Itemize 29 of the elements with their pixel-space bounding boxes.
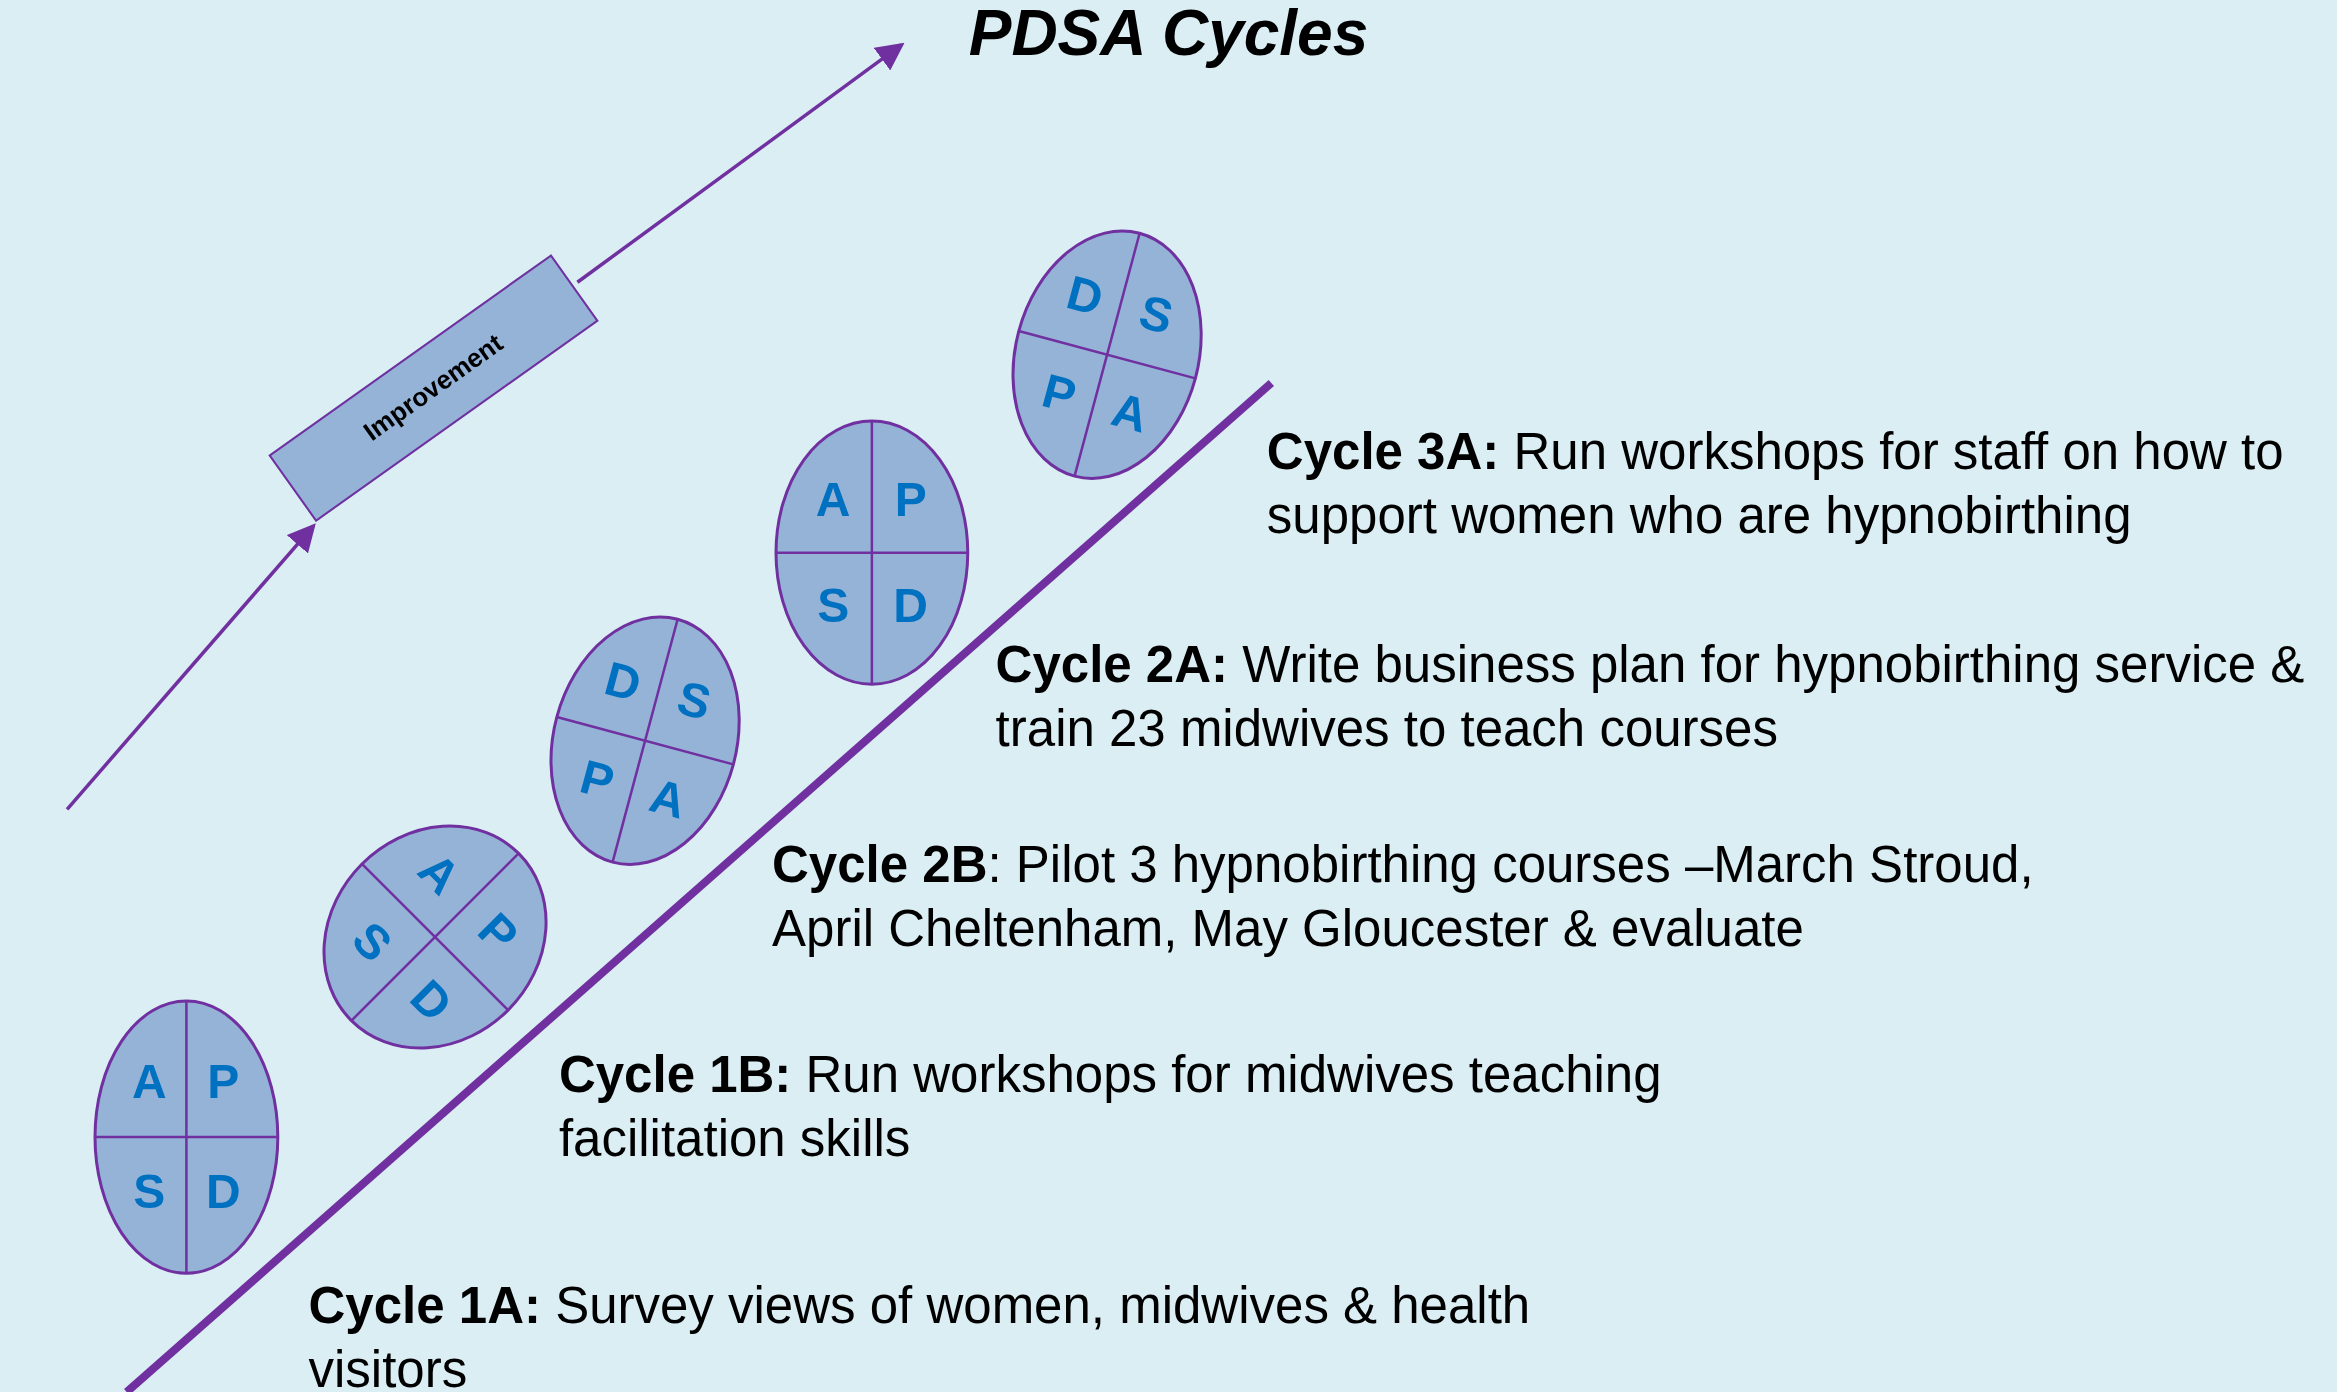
cycle-description: Cycle 1A: Survey views of women, midwives & health visitors xyxy=(308,1276,1532,1392)
quadrant-letter: D xyxy=(205,1168,241,1217)
quadrant-letter: S xyxy=(672,674,716,729)
title: PDSA Cycles xyxy=(967,0,1370,70)
quadrant-letter: D xyxy=(401,971,461,1030)
cycle-description: Cycle 1B: Run workshops for midwives teaching facilitation skills xyxy=(558,1045,1663,1170)
cycle-description: Cycle 2A: Write business plan for hypnobirthing service & train 23 midwives to teach courses xyxy=(995,635,2306,760)
quadrant-letter: P xyxy=(574,752,619,808)
quadrant-letter: A xyxy=(815,475,851,524)
quadrant-letter: P xyxy=(470,904,527,962)
quadrant-letter: P xyxy=(1036,366,1081,422)
cycle-description: Cycle 2B: Pilot 3 hypnobirthing courses –March Stroud, April Cheltenham, May Gloucester & evaluate xyxy=(772,835,2035,960)
quadrant-letter: S xyxy=(343,913,401,970)
quadrant-letter: S xyxy=(133,1168,166,1217)
arrow xyxy=(576,42,905,284)
quadrant-letter: A xyxy=(1107,385,1153,441)
quadrant-letter: A xyxy=(645,771,691,827)
quadrant-letter: S xyxy=(1134,288,1178,343)
quadrant-letter: D xyxy=(1061,268,1108,324)
quadrant-letter: P xyxy=(894,475,927,524)
quadrant-letter: D xyxy=(599,654,646,710)
cycle-description: Cycle 3A: Run workshops for staff on how to support women who are hypnobirthing xyxy=(1266,422,2285,547)
quadrant-letter: A xyxy=(132,1058,167,1107)
quadrant-letter: A xyxy=(410,845,469,904)
quadrant-letter: P xyxy=(207,1058,240,1107)
arrow xyxy=(65,523,316,811)
quadrant-letter: D xyxy=(893,582,928,630)
pdsa-cycle-ellipse xyxy=(321,823,550,1052)
quadrant-letter: S xyxy=(817,582,850,630)
